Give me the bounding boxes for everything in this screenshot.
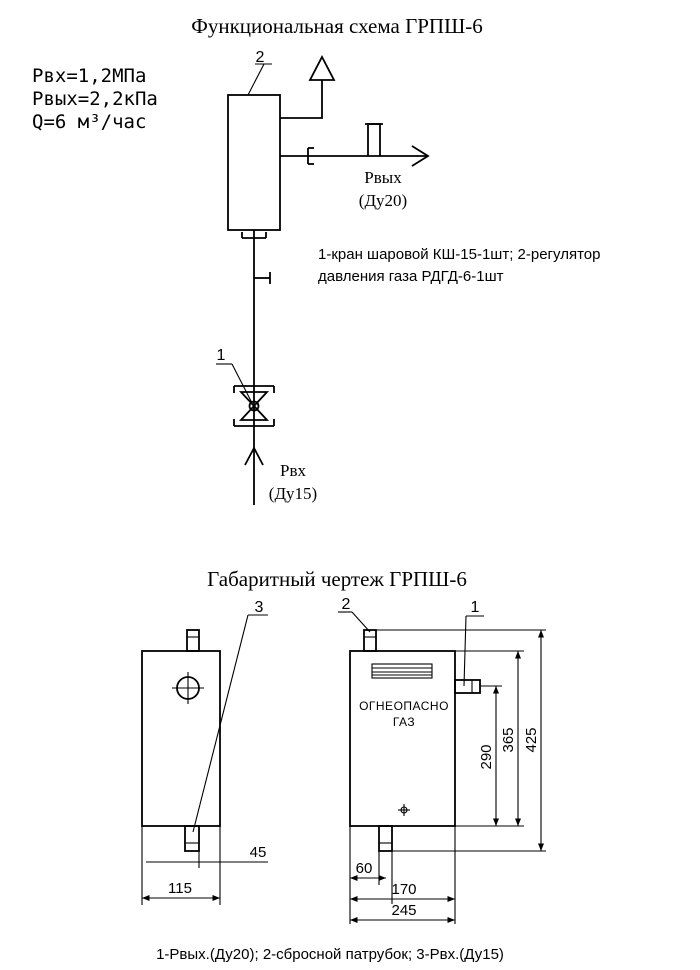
front-view: ОГНЕОПАСНО ГАЗ 2 1 290 365 425 <box>338 596 546 924</box>
outlet-diameter-label: (Ду20) <box>359 191 407 210</box>
warning-plate-line2: ГАЗ <box>393 715 415 729</box>
inlet-diameter-label: (Ду15) <box>269 484 317 503</box>
dimension-115: 115 <box>168 880 192 897</box>
dimensional-legend: 1-Pвых.(Ду20); 2-сбросной патрубок; 3-Pв… <box>156 946 504 963</box>
components-legend-line1: 1-кран шаровой КШ-15-1шт; 2-регулятор <box>318 246 600 263</box>
warning-plate-line1: ОГНЕОПАСНО <box>359 699 449 713</box>
outlet-nozzle-number-label: 1 <box>471 599 480 616</box>
dimension-60: 60 <box>356 860 373 877</box>
dimension-170: 170 <box>391 881 416 898</box>
outlet-pressure-label: Pвых <box>364 168 402 187</box>
functional-title: Функциональная схема ГРПШ-6 <box>191 14 483 38</box>
ball-valve: 1 <box>216 347 275 427</box>
regulator: 2 <box>227 49 281 231</box>
dimension-425: 425 <box>523 727 540 752</box>
inlet-pipe: Pвх (Ду15) <box>241 230 317 505</box>
vent-triangle-icon <box>308 55 336 81</box>
dimension-365: 365 <box>500 727 517 752</box>
components-legend-line2: давления газа РДГД-6-1шт <box>318 268 504 285</box>
param-outlet-pressure: Pвых=2,2кПа <box>32 88 158 110</box>
regulator-number-label: 2 <box>256 49 265 66</box>
side-view: 3 45 115 <box>141 599 268 905</box>
vent-louvre <box>371 663 433 679</box>
inlet-pressure-label: Pвх <box>280 461 306 480</box>
dimensional-title: Габаритный чертеж ГРПШ-6 <box>207 567 467 591</box>
param-flow-rate: Q=6 м³/час <box>32 111 146 133</box>
param-inlet-pressure: Pвх=1,2МПа <box>32 65 146 87</box>
vent-nozzle-number-label: 2 <box>342 596 351 613</box>
parameters-block: Pвх=1,2МПа Pвых=2,2кПа Q=6 м³/час <box>32 65 158 133</box>
dimension-290: 290 <box>478 744 495 769</box>
valve-ball-icon <box>248 400 260 412</box>
outlet-pipe: Pвых (Ду20) <box>280 123 430 210</box>
valve-symbol-icon <box>238 391 270 421</box>
vent-outlet <box>280 55 336 119</box>
dimension-45: 45 <box>250 844 267 861</box>
inlet-nozzle-number-label: 3 <box>255 599 264 616</box>
valve-number-label: 1 <box>217 347 226 364</box>
dimension-245: 245 <box>391 902 416 919</box>
